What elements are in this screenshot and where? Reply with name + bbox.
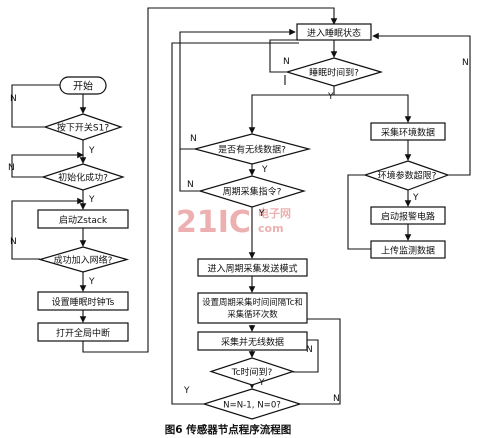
node-set-sleep-clock: 设置睡眠时钟Ts <box>37 291 129 311</box>
label-y-sleep: Y <box>327 92 334 102</box>
node-init-ok: 初始化成功? <box>41 163 125 191</box>
svg-text:打开全局中断: 打开全局中断 <box>56 327 110 339</box>
node-start-alarm: 启动报警电路 <box>370 206 446 225</box>
label-n-counter: N <box>333 394 340 404</box>
svg-text:上传监测数据: 上传监测数据 <box>381 245 435 257</box>
svg-text:是否有无线数据?: 是否有无线数据? <box>218 144 286 156</box>
svg-text:启动Zstack: 启动Zstack <box>59 214 108 226</box>
svg-text:周期采集指令?: 周期采集指令? <box>223 186 282 198</box>
node-tc-timeout: Tc时间到? <box>209 357 295 386</box>
edge-labels: N Y N Y N Y N Y N Y N Y N Y N Y N Y <box>8 57 469 404</box>
label-n-wireless: N <box>190 134 197 144</box>
node-upload: 上传监测数据 <box>370 240 446 259</box>
node-env-exceed: 环境参数超限? <box>363 160 450 191</box>
label-n-press-switch: N <box>10 94 17 104</box>
label-y-counter: Y <box>183 386 190 396</box>
label-y-wireless: Y <box>261 165 268 175</box>
node-collect-env: 采集环境数据 <box>370 122 446 141</box>
svg-text:进入周期采集发送模式: 进入周期采集发送模式 <box>207 263 297 275</box>
node-collect-wireless: 采集并无线数据 <box>197 331 308 351</box>
watermark-sub2: com <box>258 222 284 235</box>
svg-text:采集环境数据: 采集环境数据 <box>381 127 435 139</box>
node-periodic-cmd: 周期采集指令? <box>197 175 307 208</box>
node-start-zstack: 启动Zstack <box>37 209 129 229</box>
connectors <box>11 7 471 405</box>
svg-text:按下开关S1?: 按下开关S1? <box>57 122 109 134</box>
label-y-periodic: Y <box>258 209 265 219</box>
label-n-init: N <box>8 163 15 173</box>
label-y-join: Y <box>88 277 95 287</box>
svg-text:环境参数超限?: 环境参数超限? <box>378 170 437 182</box>
svg-text:进入睡眠状态: 进入睡眠状态 <box>307 27 361 39</box>
node-sleep-timeout: 睡眠时间到? <box>284 57 384 87</box>
label-y-init: Y <box>88 195 95 205</box>
label-n-join: N <box>10 237 17 247</box>
svg-text:睡眠时间到?: 睡眠时间到? <box>309 67 359 79</box>
label-y-env: Y <box>412 193 419 203</box>
svg-text:N=N-1, N=0?: N=N-1, N=0? <box>223 401 281 411</box>
label-y-tc: Y <box>258 378 265 388</box>
node-join-network: 成功加入网络? <box>37 246 130 273</box>
figure-caption: 图6 传感器节点程序流程图 <box>165 423 291 436</box>
node-enter-sleep: 进入睡眠状态 <box>296 23 372 41</box>
watermark-brand: 21IC <box>176 205 251 240</box>
svg-text:Tc时间到?: Tc时间到? <box>231 366 273 378</box>
svg-text:启动报警电路: 启动报警电路 <box>381 211 435 223</box>
svg-text:成功加入网络?: 成功加入网络? <box>54 254 113 266</box>
watermark-sub1: 电子网 <box>258 206 291 220</box>
node-counter: N=N-1, N=0? <box>201 388 303 420</box>
label-n-tc: N <box>306 345 313 355</box>
node-enter-periodic-mode: 进入周期采集发送模式 <box>197 258 308 277</box>
node-start: 开始 <box>59 76 107 95</box>
svg-text:开始: 开始 <box>73 80 93 93</box>
svg-text:初始化成功?: 初始化成功? <box>58 172 108 184</box>
node-press-switch: 按下开关S1? <box>43 113 123 141</box>
node-has-wireless: 是否有无线数据? <box>192 133 312 165</box>
label-n-periodic: N <box>187 180 194 190</box>
node-enable-interrupt: 打开全局中断 <box>37 322 129 342</box>
label-n-sleep: N <box>283 57 290 67</box>
svg-text:采集并无线数据: 采集并无线数据 <box>221 336 284 348</box>
label-n-env: N <box>462 58 469 68</box>
watermark: 21IC 电子网 com <box>176 205 291 240</box>
label-y-press-switch: Y <box>88 146 95 156</box>
svg-text:设置睡眠时钟Ts: 设置睡眠时钟Ts <box>52 296 115 308</box>
node-set-period: 设置周期采集时间间隔Tc和采集循环次数 <box>197 292 308 324</box>
